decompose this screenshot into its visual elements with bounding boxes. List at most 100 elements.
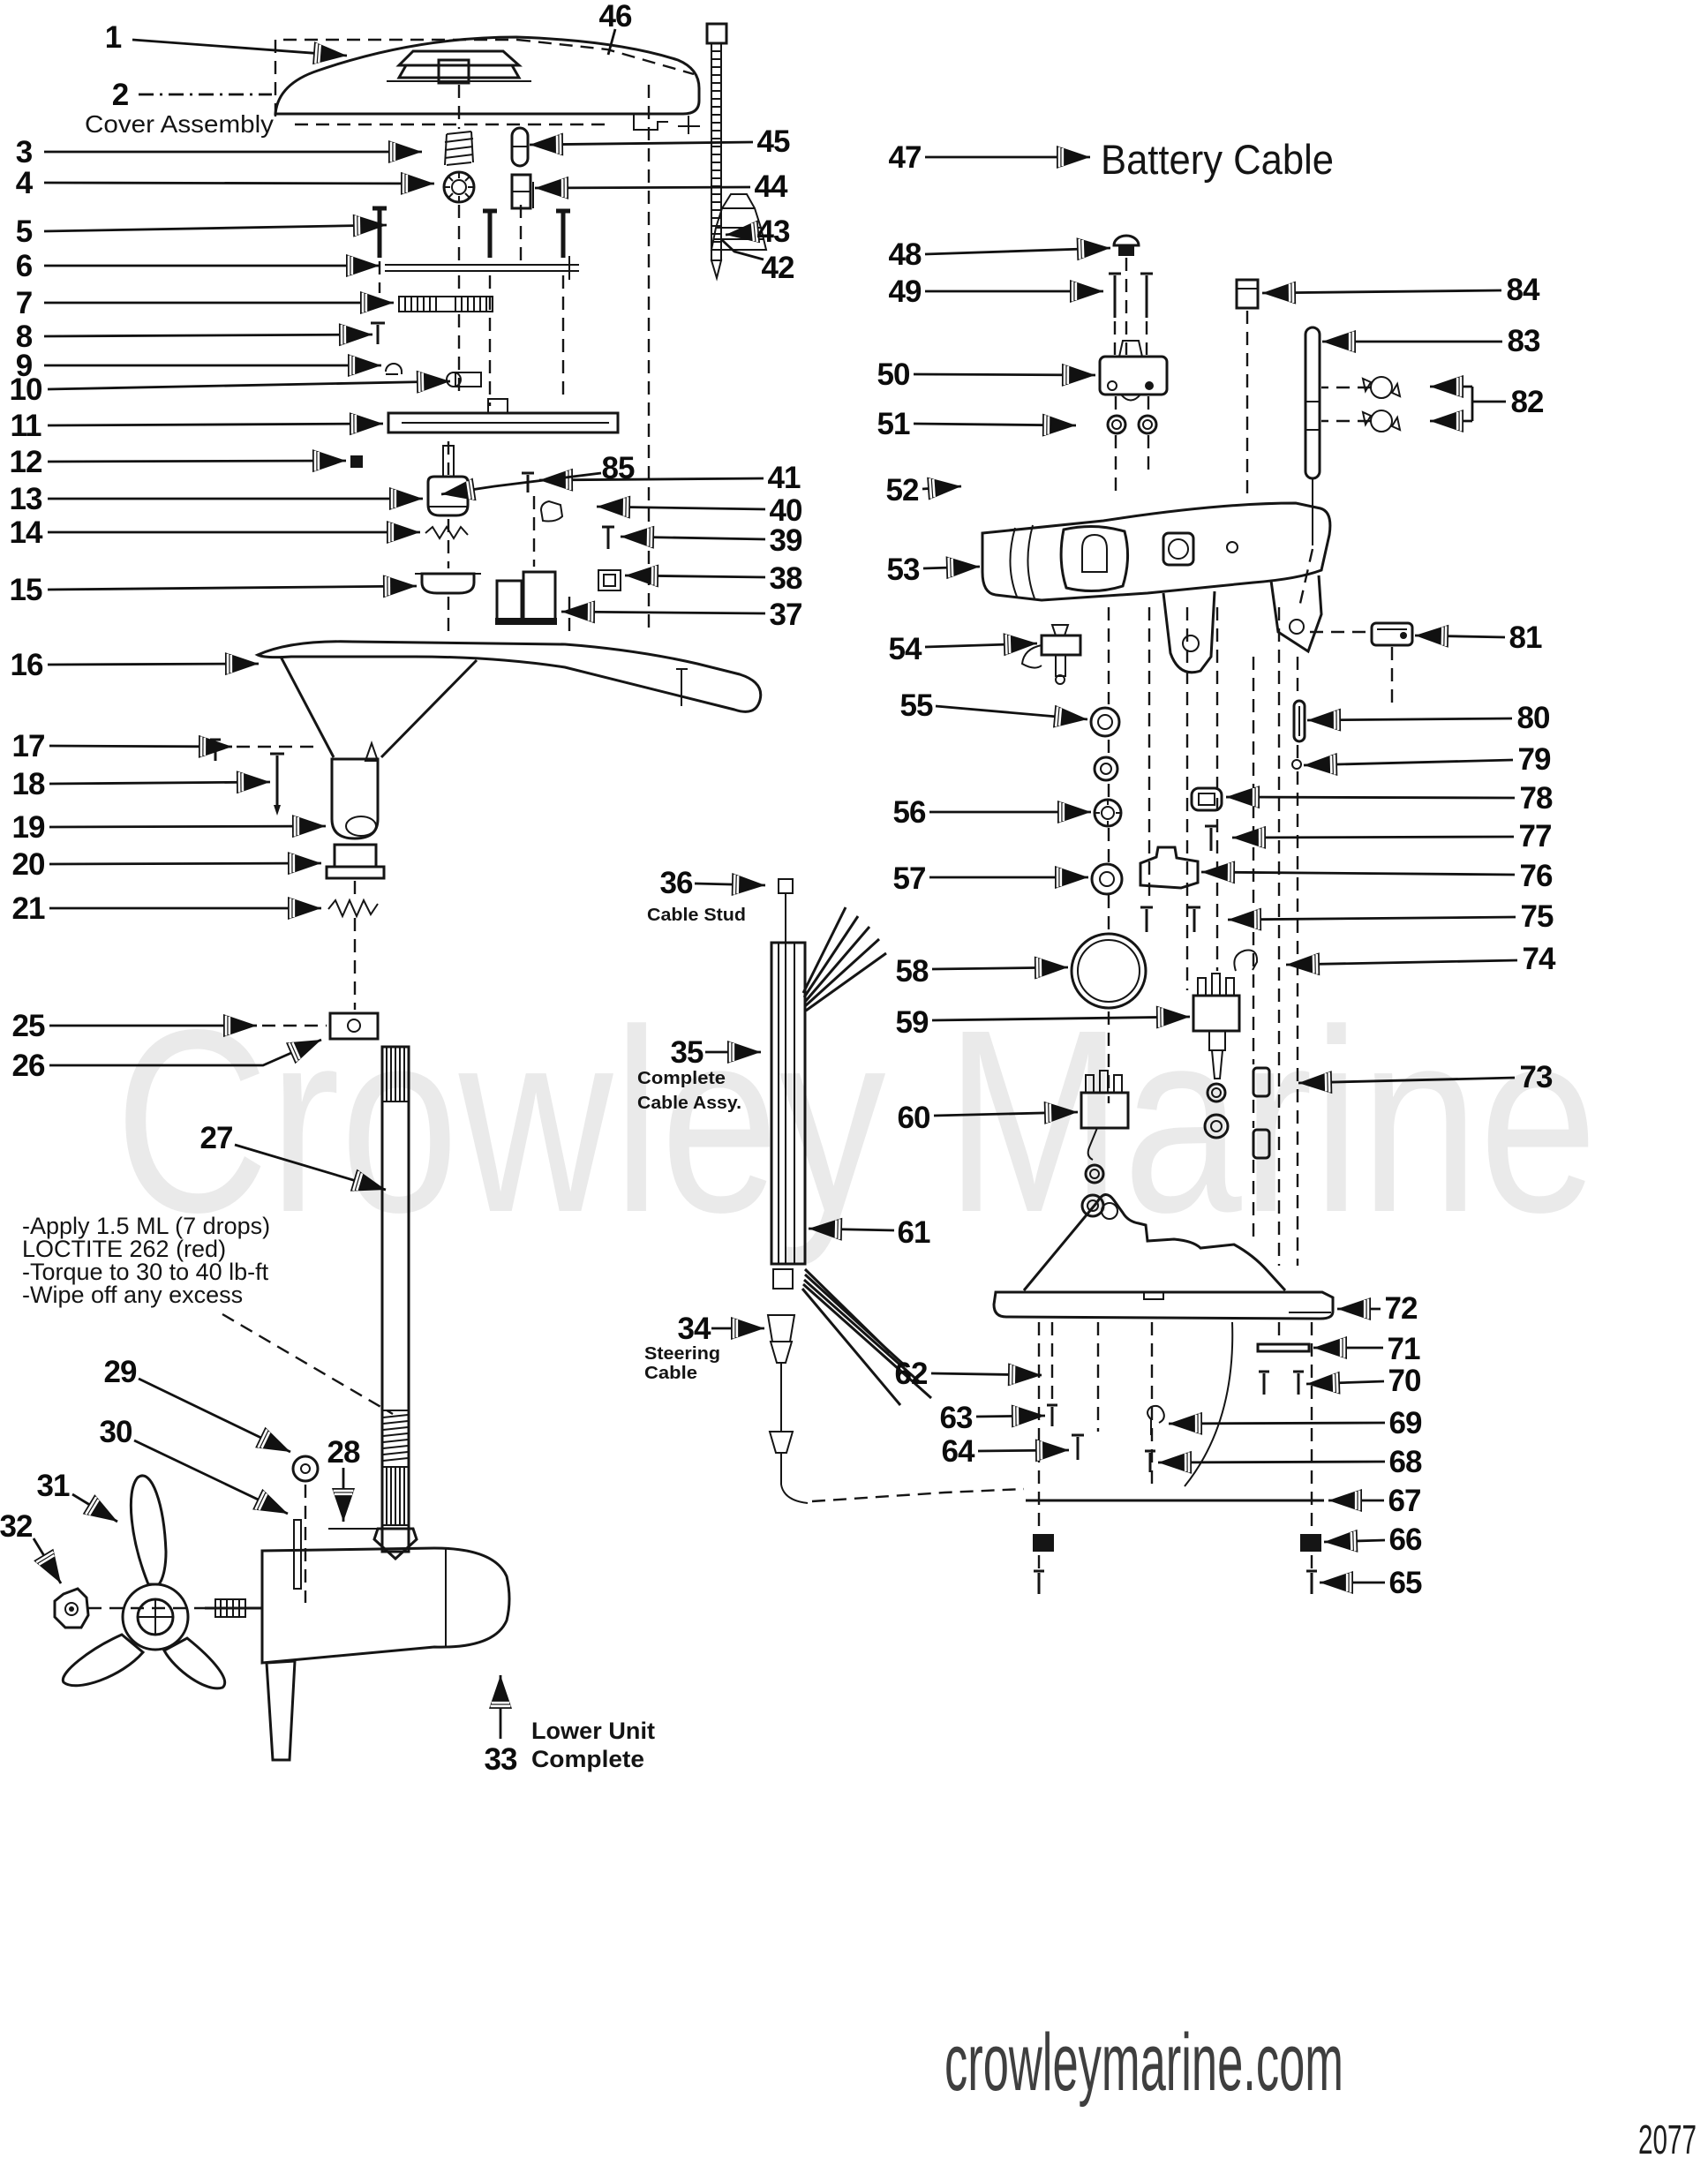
battery-switch-drawing xyxy=(1098,234,1402,608)
arrowhead-84 xyxy=(1262,281,1297,305)
callout-number-70: 70 xyxy=(1388,1364,1421,1398)
callout-4: 4 xyxy=(16,166,435,200)
loctite-note: -Apply 1.5 ML (7 drops) LOCTITE 262 (red… xyxy=(22,1213,270,1308)
footer-page-number: 2077 xyxy=(1638,2117,1697,2158)
arrowhead-stripe xyxy=(352,1170,360,1192)
complete-cable-label-line2: Cable Assy. xyxy=(637,1094,741,1113)
arrowhead-81 xyxy=(1415,624,1449,648)
arrowhead-76 xyxy=(1201,861,1236,884)
callout-number-5: 5 xyxy=(16,214,33,249)
callout-14: 14 xyxy=(10,515,420,550)
arrowhead-4 xyxy=(400,171,434,195)
callout-36: 36 xyxy=(660,866,766,900)
callout-number-49: 49 xyxy=(889,274,922,309)
arrowhead-44 xyxy=(535,176,569,199)
callout-53: 53 xyxy=(887,553,981,587)
arrowhead-39 xyxy=(621,525,655,549)
callout-29: 29 xyxy=(104,1355,291,1454)
leader-line-80 xyxy=(1306,717,1513,722)
arrowhead-3 xyxy=(388,140,422,163)
callout-number-41: 41 xyxy=(768,461,801,495)
callout-number-35: 35 xyxy=(671,1035,704,1070)
callout-number-8: 8 xyxy=(16,320,33,354)
callout-35: 35 xyxy=(671,1035,761,1070)
arrowhead-36 xyxy=(731,873,765,897)
callout-76: 76 xyxy=(1200,859,1554,893)
arrowhead-47 xyxy=(1057,146,1090,169)
callout-number-69: 69 xyxy=(1389,1406,1422,1440)
callout-number-80: 80 xyxy=(1517,701,1550,735)
arrowhead-stripe xyxy=(1081,239,1085,259)
callout-number-20: 20 xyxy=(12,847,45,882)
callout-85: 85 xyxy=(440,451,636,501)
callout-number-29: 29 xyxy=(104,1355,137,1389)
callout-number-14: 14 xyxy=(10,515,43,550)
callout-7: 7 xyxy=(16,286,394,320)
arrowhead-stripe xyxy=(1350,1531,1353,1551)
callout-number-77: 77 xyxy=(1519,819,1552,853)
arrowhead-37 xyxy=(561,600,596,624)
callout-8: 8 xyxy=(16,320,373,354)
arrowhead-stripe xyxy=(291,1041,301,1060)
arrowhead-74 xyxy=(1286,952,1321,976)
arrowhead-stripe xyxy=(258,1493,268,1511)
arrowhead-stripe xyxy=(1004,634,1008,655)
lower-unit-label-line2: Complete xyxy=(531,1746,644,1772)
arrowhead-stripe xyxy=(313,42,319,64)
arrowhead-72 xyxy=(1337,1297,1371,1320)
note-line-3: -Torque to 30 to 40 lb-ft xyxy=(22,1259,269,1285)
callout-34: 34 xyxy=(678,1312,764,1346)
arrowhead-56 xyxy=(1057,801,1091,823)
callout-number-57: 57 xyxy=(893,861,926,896)
arrowhead-stripe xyxy=(1353,1530,1357,1552)
arrowhead-28 xyxy=(332,1488,355,1522)
callout-39: 39 xyxy=(620,523,803,558)
cover-assembly-label: Cover Assembly xyxy=(85,110,274,138)
callout-59: 59 xyxy=(896,1005,1191,1040)
cable-stud-label: Cable Stud xyxy=(647,906,746,925)
callout-number-75: 75 xyxy=(1521,899,1554,934)
arrowhead-stripe xyxy=(1328,1071,1331,1093)
callout-number-19: 19 xyxy=(12,810,45,845)
callout-65: 65 xyxy=(1320,1566,1423,1600)
arrowhead-66 xyxy=(1324,1529,1358,1553)
arrowhead-9 xyxy=(348,354,381,377)
arrowhead-18 xyxy=(236,771,270,794)
callout-15: 15 xyxy=(10,573,418,607)
leader-line-18 xyxy=(49,780,271,786)
callout-number-10: 10 xyxy=(10,372,42,407)
steering-cable-label-line1: Steering xyxy=(644,1344,720,1364)
leader-line-74 xyxy=(1285,959,1518,966)
callout-82: 82 xyxy=(1430,375,1545,432)
callout-number-7: 7 xyxy=(16,286,32,320)
callout-43: 43 xyxy=(725,214,791,249)
callout-number-34: 34 xyxy=(678,1312,711,1346)
callout-number-76: 76 xyxy=(1520,859,1553,893)
leader-line-16 xyxy=(47,662,260,666)
callout-42: 42 xyxy=(721,238,795,285)
callout-number-30: 30 xyxy=(100,1415,132,1449)
callout-number-65: 65 xyxy=(1389,1566,1422,1600)
callout-61: 61 xyxy=(808,1215,931,1250)
arrowhead-stripe xyxy=(35,1551,55,1564)
arrowhead-64 xyxy=(1035,1439,1069,1462)
arrowhead-stripe xyxy=(88,1499,100,1516)
callout-number-84: 84 xyxy=(1507,273,1540,307)
arrowhead-11 xyxy=(349,412,383,436)
arrowhead-52 xyxy=(927,477,961,500)
callout-67: 67 xyxy=(1328,1484,1421,1518)
arrowhead-33 xyxy=(489,1675,512,1709)
arrowhead-stripe xyxy=(947,557,951,578)
callout-13: 13 xyxy=(10,482,423,516)
leader-line-75 xyxy=(1227,915,1516,921)
callout-48: 48 xyxy=(889,237,1111,272)
callout-25: 25 xyxy=(12,1009,257,1043)
fuse-parts-drawing xyxy=(510,126,534,210)
callout-number-54: 54 xyxy=(889,632,922,666)
arrowhead-stripe xyxy=(733,874,736,895)
leader-line-44 xyxy=(534,185,751,190)
propeller-drawing xyxy=(53,1474,227,1690)
arrowhead-stripe xyxy=(754,222,759,243)
callout-number-28: 28 xyxy=(327,1435,360,1470)
